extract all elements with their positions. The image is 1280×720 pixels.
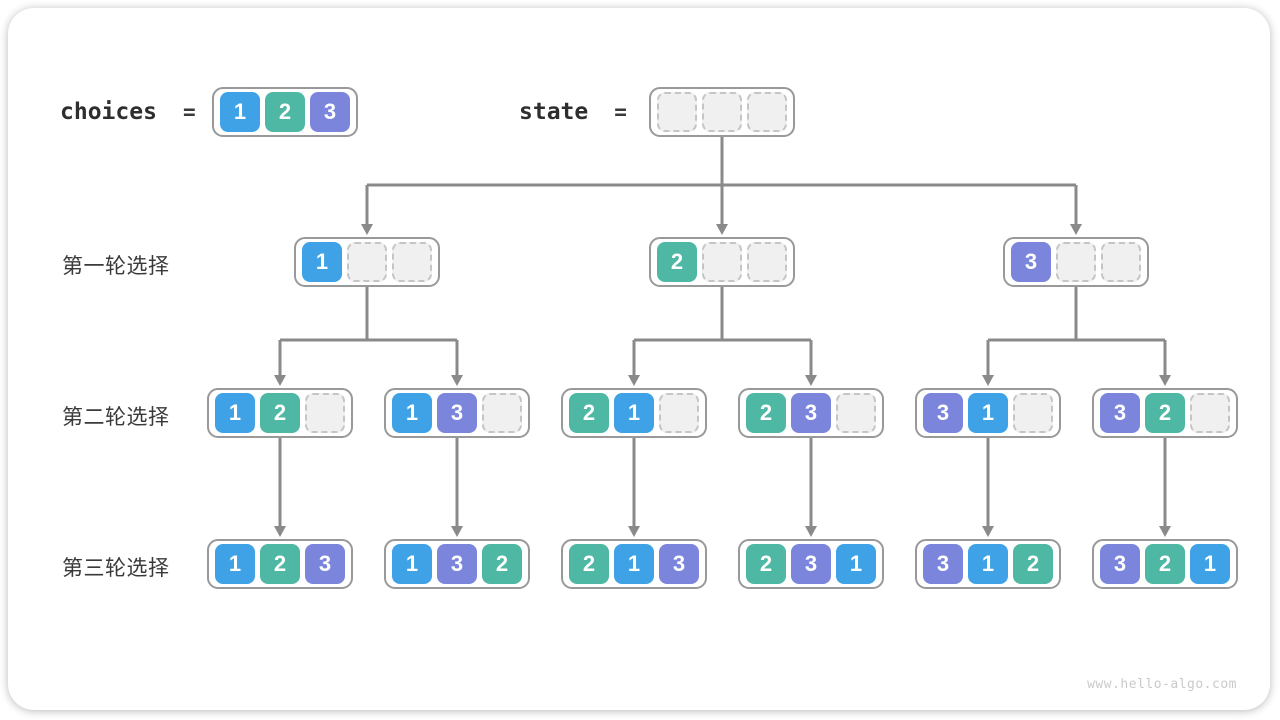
arrowhead <box>1159 375 1171 386</box>
empty-slot-cell <box>1056 242 1096 282</box>
empty-slot-cell <box>1190 393 1230 433</box>
arrowhead <box>982 375 994 386</box>
empty-slot-cell <box>836 393 876 433</box>
value-cell: 1 <box>215 544 255 584</box>
value-cell: 2 <box>1145 544 1185 584</box>
empty-slot-cell <box>1013 393 1053 433</box>
state-node-round1-3: 3 <box>1003 237 1149 287</box>
value-cell: 2 <box>746 544 786 584</box>
value-cell: 3 <box>923 544 963 584</box>
value-cell: 2 <box>657 242 697 282</box>
value-cell: 3 <box>1100 393 1140 433</box>
value-cell: 1 <box>614 393 654 433</box>
arrowhead <box>274 526 286 537</box>
value-cell: 3 <box>923 393 963 433</box>
arrowhead <box>628 375 640 386</box>
value-cell: 1 <box>1190 544 1230 584</box>
empty-slot-cell <box>702 92 742 132</box>
row-label-round-3: 第三轮选择 <box>62 557 170 580</box>
value-cell: 2 <box>746 393 786 433</box>
arrowhead <box>274 375 286 386</box>
choices-label: choices <box>60 99 157 125</box>
empty-slot-cell <box>305 393 345 433</box>
state-node-round1-1: 1 <box>294 237 440 287</box>
arrowhead <box>716 224 728 235</box>
row-label-round-1: 第一轮选择 <box>62 255 170 278</box>
empty-slot-cell <box>347 242 387 282</box>
value-cell: 3 <box>310 92 350 132</box>
arrowhead <box>1159 526 1171 537</box>
value-cell: 1 <box>968 544 1008 584</box>
value-cell: 3 <box>791 544 831 584</box>
watermark: www.hello-algo.com <box>1087 677 1237 692</box>
value-cell: 3 <box>1100 544 1140 584</box>
state-node-round1-2: 2 <box>649 237 795 287</box>
value-cell: 3 <box>791 393 831 433</box>
arrowhead <box>361 224 373 235</box>
state-equals-sign: = <box>614 100 627 124</box>
value-cell: 2 <box>265 92 305 132</box>
value-cell: 1 <box>220 92 260 132</box>
value-cell: 1 <box>302 242 342 282</box>
state-caption: state = <box>519 87 642 137</box>
value-cell: 3 <box>437 544 477 584</box>
value-cell: 1 <box>836 544 876 584</box>
value-cell: 1 <box>968 393 1008 433</box>
arrowhead <box>1070 224 1082 235</box>
empty-slot-cell <box>702 242 742 282</box>
row-label-round-2: 第二轮选择 <box>62 406 170 429</box>
empty-slot-cell <box>482 393 522 433</box>
value-cell: 2 <box>482 544 522 584</box>
value-cell: 2 <box>569 393 609 433</box>
value-cell: 1 <box>215 393 255 433</box>
empty-slot-cell <box>747 92 787 132</box>
empty-slot-cell <box>747 242 787 282</box>
state-label: state <box>519 99 589 125</box>
value-cell: 3 <box>659 544 699 584</box>
value-cell: 2 <box>260 544 300 584</box>
value-cell: 1 <box>614 544 654 584</box>
choices-equals-sign: = <box>182 100 196 124</box>
empty-slot-cell <box>1101 242 1141 282</box>
value-cell: 3 <box>1011 242 1051 282</box>
value-cell: 2 <box>260 393 300 433</box>
value-cell: 3 <box>437 393 477 433</box>
value-cell: 3 <box>305 544 345 584</box>
value-cell: 2 <box>569 544 609 584</box>
arrowhead <box>451 375 463 386</box>
empty-slot-cell <box>659 393 699 433</box>
state-array-box <box>649 87 795 137</box>
value-cell: 2 <box>1145 393 1185 433</box>
value-cell: 2 <box>1013 544 1053 584</box>
value-cell: 1 <box>392 393 432 433</box>
choices-caption: choices = <box>60 87 211 137</box>
arrowhead <box>628 526 640 537</box>
empty-slot-cell <box>657 92 697 132</box>
arrowhead <box>805 375 817 386</box>
empty-slot-cell <box>392 242 432 282</box>
arrowhead <box>982 526 994 537</box>
arrowhead <box>805 526 817 537</box>
arrowhead <box>451 526 463 537</box>
value-cell: 1 <box>392 544 432 584</box>
